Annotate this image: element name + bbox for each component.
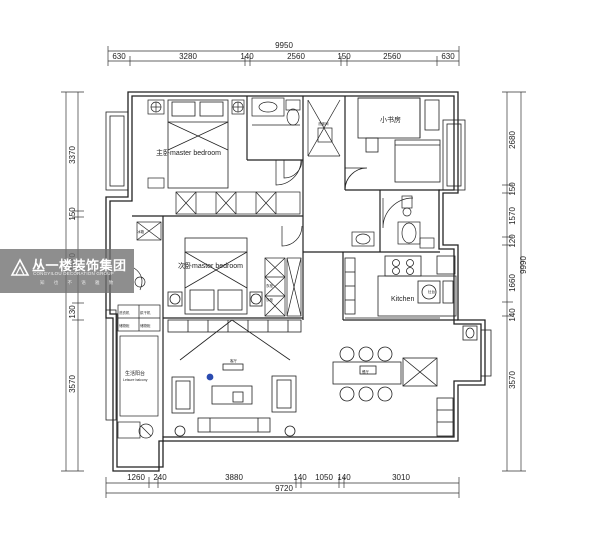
bottom-dimension-5: 1050 xyxy=(315,473,333,482)
shelf-a-label: 储物柜 xyxy=(119,323,130,328)
brand-slogan: 知 也 不 语 雅 致 xyxy=(40,280,118,285)
bottom-dimension-3: 3880 xyxy=(225,473,243,482)
right-dimension-4: 120 xyxy=(508,234,517,248)
bottom-dimension-4: 140 xyxy=(293,473,307,482)
bottom-dimension-lines xyxy=(105,477,460,498)
top-total-dimension: 9950 xyxy=(275,41,293,50)
closet-right-label: 衣柜 xyxy=(266,297,274,302)
corridor-laundry xyxy=(351,195,435,249)
bottom-dimension-1: 1260 xyxy=(127,473,145,482)
second-bed xyxy=(167,237,263,315)
right-total-dimension: 9990 xyxy=(519,256,528,274)
bathroom-label: 洗漱间 xyxy=(318,121,329,126)
closet-left-label: 衣柜 xyxy=(266,283,274,288)
right-dimension-2: 150 xyxy=(508,182,517,196)
dining-tag: 餐厅 xyxy=(362,369,370,374)
left-dimension-1: 3370 xyxy=(68,146,77,164)
top-dimension-labels: 9950 630 3280 140 2560 150 2560 630 xyxy=(112,41,455,61)
master-wardrobe xyxy=(147,177,301,215)
bottom-total-dimension: 9720 xyxy=(275,484,293,493)
stove-label: 灶台 xyxy=(428,289,436,294)
brand-subtitle: CONGYILOU DECORATION GROUP xyxy=(33,271,114,276)
left-dimension-4: 130 xyxy=(68,305,77,319)
right-dimension-3: 1570 xyxy=(508,207,517,225)
study-furniture xyxy=(344,97,441,191)
balcony-english-label: Leisure balcony xyxy=(123,378,148,382)
bottom-dimension-labels: 1260 240 3880 140 1050 140 3010 9720 xyxy=(127,473,410,493)
dining-table xyxy=(332,325,478,437)
right-dimension-5: 1660 xyxy=(508,274,517,292)
fridge-label: 冰箱 xyxy=(137,229,144,234)
top-dimension-3: 140 xyxy=(240,52,254,61)
room-labels: 主卧master bedroom 次卧master bedroom 小书房 Ki… xyxy=(119,115,436,382)
brand-name: 丛一楼装饰集团 xyxy=(32,258,127,273)
right-dimension-1: 2680 xyxy=(508,131,517,149)
kitchen-fixtures xyxy=(344,255,457,319)
top-dimension-lines xyxy=(107,46,460,66)
interior-walls xyxy=(132,96,458,437)
bottom-dimension-6: 140 xyxy=(337,473,351,482)
brand-logo-icon xyxy=(10,258,30,276)
top-dimension-6: 2560 xyxy=(383,52,401,61)
top-dimension-2: 3280 xyxy=(179,52,197,61)
living-tag: 客厅 xyxy=(230,358,237,363)
brand-watermark: 丛一楼装饰集团 CONGYILOU DECORATION GROUP 知 也 不… xyxy=(0,249,134,293)
right-dimension-lines xyxy=(502,91,526,472)
bay-windows xyxy=(105,111,492,421)
right-dimension-7: 3570 xyxy=(508,371,517,389)
nightstands xyxy=(147,99,245,115)
master-bedroom-label: 主卧master bedroom xyxy=(156,148,221,157)
top-dimension-5: 150 xyxy=(337,52,351,61)
bottom-dimension-2: 240 xyxy=(153,473,167,482)
washer-a-label: 洗衣机 xyxy=(119,310,130,315)
kitchen-label: Kitchen xyxy=(391,296,414,303)
master-bedroom-door xyxy=(275,159,302,186)
balcony-storage xyxy=(117,221,162,439)
top-dimension-1: 630 xyxy=(112,52,126,61)
second-bedroom-wardrobe xyxy=(264,225,303,317)
master-bed xyxy=(167,99,229,189)
study-label: 小书房 xyxy=(380,115,401,124)
right-dimension-6: 140 xyxy=(508,308,517,322)
left-dimension-5: 3570 xyxy=(68,375,77,393)
top-dimension-4: 2560 xyxy=(287,52,305,61)
top-dimension-7: 630 xyxy=(441,52,455,61)
left-dimension-2: 150 xyxy=(68,207,77,221)
bathroom-fixtures xyxy=(251,97,341,179)
balcony-label: 生活阳台 xyxy=(125,370,145,377)
bottom-dimension-7: 3010 xyxy=(392,473,410,482)
shelf-b-label: 储物柜 xyxy=(140,323,151,328)
living-furniture xyxy=(167,319,302,437)
second-bedroom-label: 次卧master bedroom xyxy=(178,261,243,270)
right-dimension-labels: 2680 150 1570 120 1660 140 3570 9990 xyxy=(508,131,528,389)
washer-b-label: 烘干机 xyxy=(140,310,151,315)
